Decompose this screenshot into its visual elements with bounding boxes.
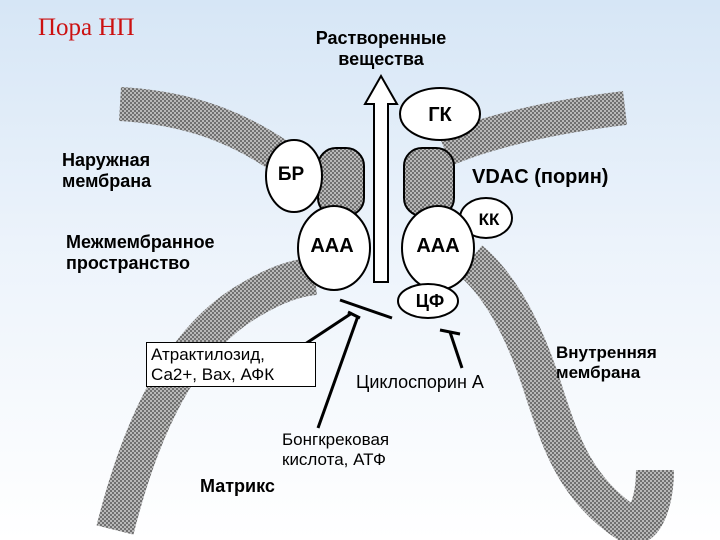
outer-membrane-left <box>118 87 295 174</box>
inner-membrane-text: Внутренняя мембрана <box>556 343 657 382</box>
transport-arrow <box>363 73 399 283</box>
gk-oval <box>399 87 481 141</box>
vdac-right-block <box>403 147 455 217</box>
br-label: БР <box>277 164 305 185</box>
br-oval <box>265 139 323 213</box>
cyclosporin-label: Циклоспорин А <box>356 372 484 392</box>
vdac-label: VDAC (порин) <box>472 166 609 188</box>
outer-membrane-right <box>438 91 627 166</box>
bongkrekic-text: Бонгкрековая кислота, АТФ <box>282 430 390 469</box>
kk-label: КК <box>478 210 500 229</box>
cf-oval <box>397 283 459 319</box>
aaa-left-label: ААА <box>310 235 354 257</box>
inner-membrane-label: Внутренняя мембрана <box>556 343 696 382</box>
bongkrekic-label: Бонгкрековая кислота, АТФ <box>282 430 432 469</box>
inner-membrane-left <box>96 257 318 535</box>
aaa-right-label: ААА <box>416 235 460 257</box>
outer-membrane-label: Наружная мембрана <box>62 150 192 191</box>
attractyloside-label: Атрактилозид, Са2+, Вах, АФК <box>146 342 316 388</box>
intermembrane-label: Межмембранное пространство <box>66 232 256 273</box>
page-title: Пора НП <box>38 14 135 41</box>
intermembrane-text: Межмембранное пространство <box>66 232 215 273</box>
inner-membrane-right <box>457 245 674 540</box>
inhibitor-lines <box>295 298 464 429</box>
attractyloside-text: Атрактилозид, Са2+, Вах, АФК <box>151 345 275 384</box>
outer-membrane-text: Наружная мембрана <box>62 150 152 191</box>
cf-label: ЦФ <box>415 291 445 311</box>
solutes-label: Растворенные вещества <box>315 28 447 69</box>
gk-label: ГК <box>428 104 452 126</box>
matrix-label: Матрикс <box>200 476 275 496</box>
aaa-left-oval <box>297 205 371 291</box>
